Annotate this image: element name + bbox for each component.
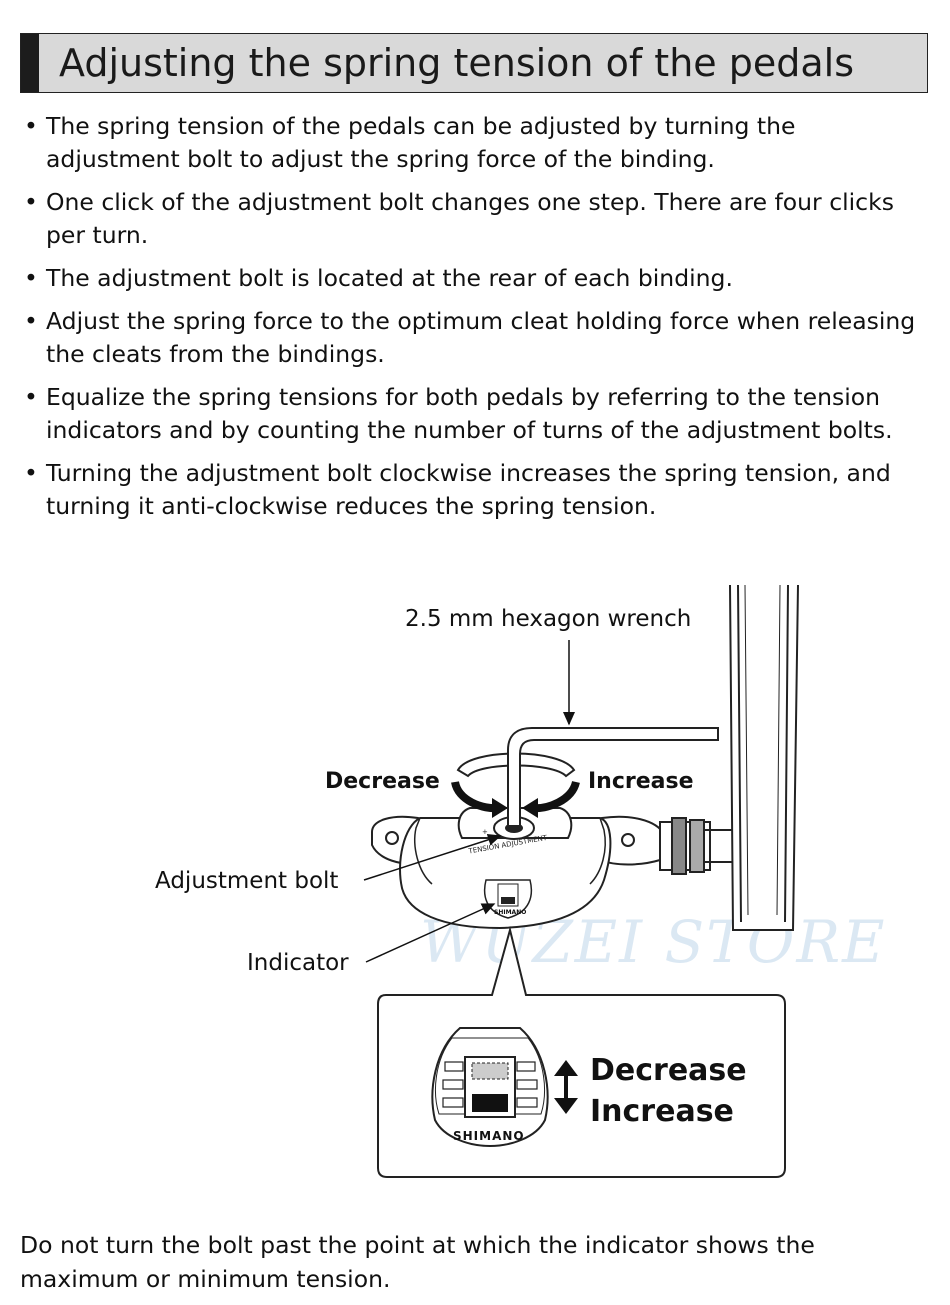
bolt-leader-line — [363, 833, 502, 881]
hex-wrench — [507, 727, 719, 827]
caution-note: Do not turn the bolt past the point at w… — [20, 1231, 815, 1293]
instruction-item: Turning the adjustment bolt clockwise in… — [22, 457, 922, 523]
wrench-label: 2.5 mm hexagon wrench — [405, 606, 691, 632]
inset-increase-label: Increase — [590, 1094, 734, 1129]
plus-mark: + — [482, 828, 488, 836]
crank-arm — [729, 584, 799, 931]
indicator-enlarged: SHIMANO — [431, 1027, 549, 1148]
header-accent-bar — [21, 34, 39, 92]
indicator-leader-line — [365, 903, 496, 963]
instruction-item: The spring tension of the pedals can be … — [22, 110, 922, 176]
pedal-adjustment-diagram: WUZEI STORE + TENSION ADJUSTMENT — [155, 584, 884, 1178]
instruction-item: Adjust the spring force to the optimum c… — [22, 305, 922, 371]
pedal-body — [371, 807, 733, 930]
instruction-list: The spring tension of the pedals can be … — [22, 110, 922, 533]
indicator-label: Indicator — [247, 950, 349, 976]
increase-label: Increase — [588, 769, 694, 794]
instruction-item: The adjustment bolt is located at the re… — [22, 262, 922, 295]
instruction-item: Equalize the spring tensions for both pe… — [22, 381, 922, 447]
page-title: Adjusting the spring tension of the peda… — [59, 41, 854, 85]
pedal-indicator: SHIMANO — [483, 879, 533, 919]
adjustment-bolt-label: Adjustment bolt — [155, 868, 338, 894]
inset-brand: SHIMANO — [453, 1129, 525, 1143]
decrease-label: Decrease — [325, 769, 440, 794]
section-header: Adjusting the spring tension of the peda… — [20, 33, 928, 93]
pedal-brand: SHIMANO — [494, 909, 526, 916]
instruction-item: One click of the adjustment bolt changes… — [22, 186, 922, 252]
double-arrow-icon — [554, 1060, 578, 1114]
inset-decrease-label: Decrease — [590, 1053, 747, 1088]
